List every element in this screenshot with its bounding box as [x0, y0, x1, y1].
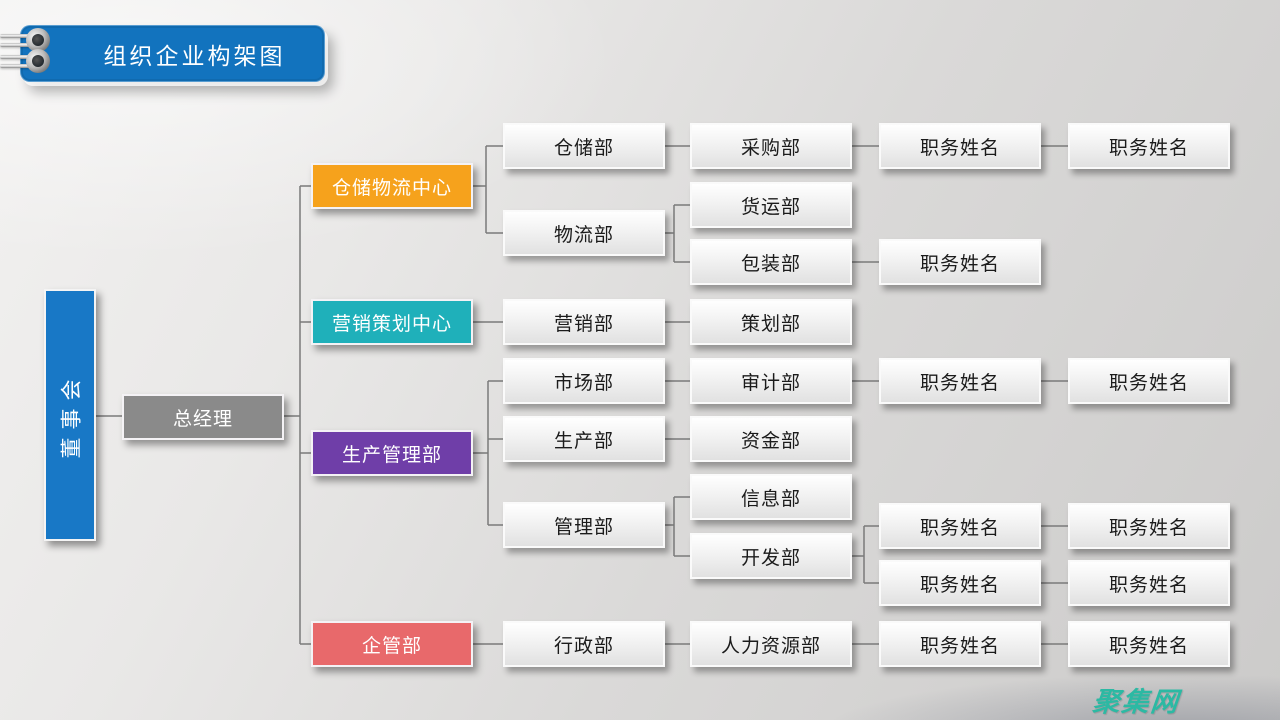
node-position-name: 职务姓名 — [879, 239, 1041, 285]
node-freight-dept: 货运部 — [690, 182, 852, 228]
node-management-dept: 管理部 — [503, 502, 665, 548]
binder-wire — [0, 34, 40, 38]
node-position-name: 职务姓名 — [879, 560, 1041, 606]
node-production-dept: 生产部 — [503, 416, 665, 462]
node-position-name: 职务姓名 — [1068, 358, 1230, 404]
node-general-manager: 总经理 — [122, 394, 284, 440]
node-packaging-dept: 包装部 — [690, 239, 852, 285]
node-planning-dept: 策划部 — [690, 299, 852, 345]
node-position-name: 职务姓名 — [1068, 621, 1230, 667]
node-hr-dept: 人力资源部 — [690, 621, 852, 667]
binder-wire — [0, 55, 40, 59]
page-title: 组织企业构架图 — [20, 25, 325, 82]
grommet-icon — [26, 49, 50, 73]
node-position-name: 职务姓名 — [879, 358, 1041, 404]
node-position-name: 职务姓名 — [879, 621, 1041, 667]
node-position-name: 职务姓名 — [1068, 503, 1230, 549]
node-audit-dept: 审计部 — [690, 358, 852, 404]
binder-wire — [0, 43, 40, 47]
node-position-name: 职务姓名 — [879, 503, 1041, 549]
node-admin-dept: 行政部 — [503, 621, 665, 667]
node-development-dept: 开发部 — [690, 533, 852, 579]
binder-wire — [0, 64, 40, 68]
node-purchasing-dept: 采购部 — [690, 123, 852, 169]
node-warehousing-dept: 仓储部 — [503, 123, 665, 169]
node-funds-dept: 资金部 — [690, 416, 852, 462]
node-marketing-planning-center: 营销策划中心 — [311, 299, 473, 345]
node-logistics-dept: 物流部 — [503, 210, 665, 256]
node-position-name: 职务姓名 — [1068, 123, 1230, 169]
node-production-management-dept: 生产管理部 — [311, 430, 473, 476]
grommet-icon — [26, 28, 50, 52]
node-marketing-dept: 营销部 — [503, 299, 665, 345]
node-position-name: 职务姓名 — [1068, 560, 1230, 606]
node-enterprise-management-dept: 企管部 — [311, 621, 473, 667]
node-board-label: 董事会 — [60, 371, 83, 459]
node-information-dept: 信息部 — [690, 474, 852, 520]
node-warehouse-logistics-center: 仓储物流中心 — [311, 163, 473, 209]
node-position-name: 职务姓名 — [879, 123, 1041, 169]
watermark: 聚集网 — [1091, 687, 1182, 717]
node-board-of-directors: 董事会 — [44, 289, 96, 541]
node-market-dept: 市场部 — [503, 358, 665, 404]
